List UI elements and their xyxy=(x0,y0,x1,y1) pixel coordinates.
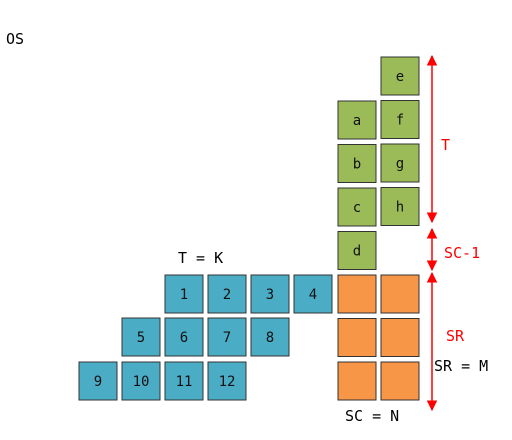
task-block-6 xyxy=(164,317,204,357)
sc-minus-1-range-label: SC-1 xyxy=(444,244,480,262)
task-block-7-label: 7 xyxy=(223,330,231,346)
task-block-5 xyxy=(121,317,161,357)
task-block-9 xyxy=(78,361,118,401)
task-block-9-label: 9 xyxy=(94,374,102,390)
task-block-4-label: 4 xyxy=(309,287,317,303)
task-block-2-label: 2 xyxy=(223,287,231,303)
green-block-a-label: a xyxy=(353,113,361,129)
sr-equals-m-label: SR = M xyxy=(434,357,488,375)
green-block-h-label: h xyxy=(396,200,404,216)
task-block-10 xyxy=(121,361,161,401)
task-block-5-label: 5 xyxy=(137,330,145,346)
green-block-c-label: c xyxy=(353,200,361,216)
green-block-g-label: g xyxy=(396,156,404,172)
sc-equals-n-label: SC = N xyxy=(345,407,399,425)
task-block-11-label: 11 xyxy=(176,374,193,390)
green-block-b xyxy=(337,144,377,183)
orange-block-r1-c1 xyxy=(337,274,377,314)
orange-block-r2-c1 xyxy=(337,318,377,357)
green-block-e xyxy=(380,56,420,96)
task-block-1-label: 1 xyxy=(180,287,188,303)
orange-block-r2-c2 xyxy=(380,318,420,357)
orange-block-r3-c2 xyxy=(380,361,420,401)
task-block-1 xyxy=(164,274,204,314)
orange-block-r3-c1 xyxy=(337,361,377,401)
t-range-label: T xyxy=(441,136,450,154)
task-block-11 xyxy=(164,361,204,401)
green-block-b-label: b xyxy=(353,157,361,173)
orange-block-r1-c2 xyxy=(380,274,420,314)
green-block-f xyxy=(380,100,420,139)
green-block-d-label: d xyxy=(353,244,361,260)
task-block-3-label: 3 xyxy=(266,287,274,303)
task-block-7 xyxy=(207,317,247,357)
os-corner-label: OS xyxy=(6,30,24,48)
task-block-12-label: 12 xyxy=(219,374,236,390)
green-block-g xyxy=(380,143,420,183)
green-block-f-label: f xyxy=(396,113,404,129)
sr-range-label: SR xyxy=(446,327,465,345)
t-equals-k-label: T = K xyxy=(178,249,223,267)
green-block-d xyxy=(337,231,377,270)
task-block-10-label: 10 xyxy=(133,374,150,390)
green-block-h xyxy=(380,187,420,226)
task-block-12 xyxy=(207,361,247,401)
task-block-2 xyxy=(207,274,247,314)
task-block-8 xyxy=(250,317,290,357)
task-block-3 xyxy=(250,274,290,314)
task-block-6-label: 6 xyxy=(180,330,188,346)
green-block-e-label: e xyxy=(396,69,404,85)
task-block-4 xyxy=(293,274,333,314)
orange-blocks xyxy=(337,274,420,401)
green-block-a xyxy=(337,100,377,140)
task-block-8-label: 8 xyxy=(266,330,274,346)
green-block-c xyxy=(337,187,377,227)
green-blocks: a b c d e f g h xyxy=(337,56,420,270)
